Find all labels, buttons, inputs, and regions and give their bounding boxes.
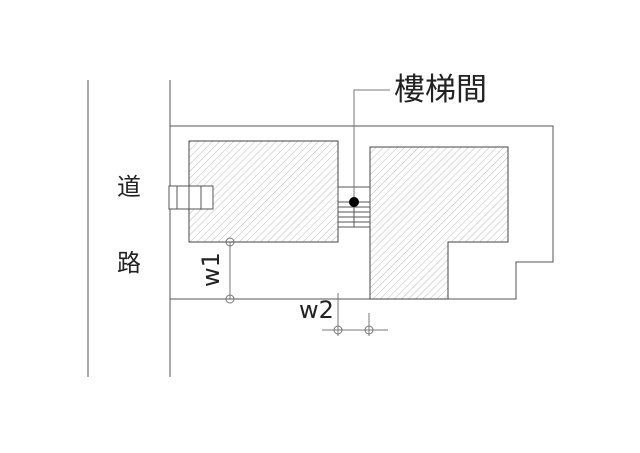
entry-steps [168,185,214,210]
road-label-2: 路 [117,249,141,277]
road-label-1: 道 [117,173,141,201]
stairwell-leader-line [353,89,390,202]
w1-label: w1 [197,252,225,287]
w1-dimension [225,237,235,304]
lot-boundary [170,125,554,300]
w2-label: w2 [299,296,334,324]
stairwell-label: 樓梯間 [394,72,487,108]
building-left [188,140,339,243]
stairwell-marker-dot [349,197,359,207]
building-right [369,146,509,300]
w2-dimension [322,293,388,336]
